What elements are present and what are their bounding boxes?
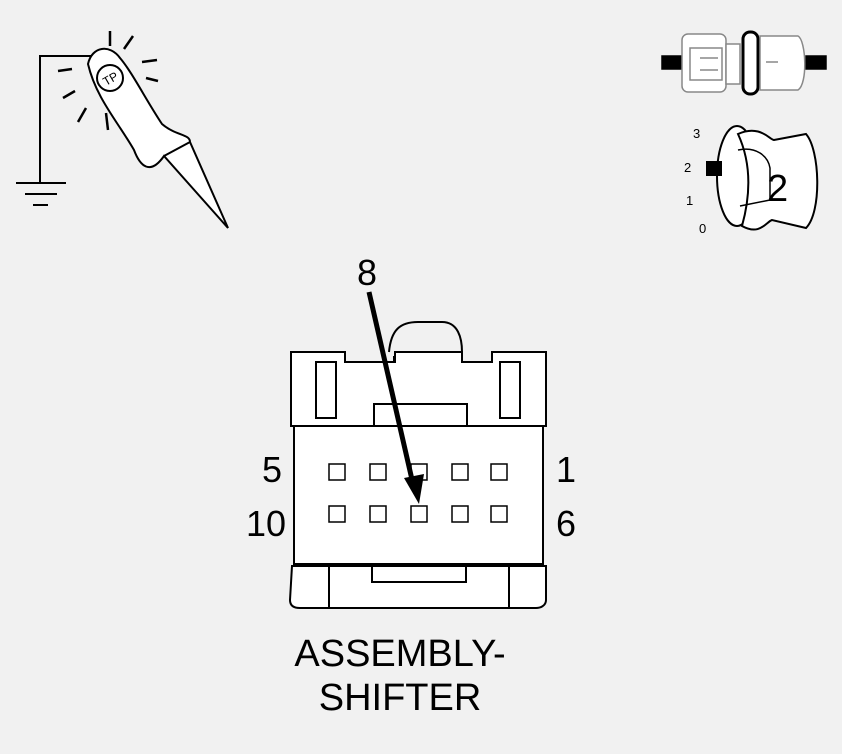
ignition-selected-position: 2 bbox=[767, 168, 789, 210]
pin-8 bbox=[410, 505, 428, 523]
pin-1 bbox=[490, 463, 508, 481]
ignition-position-2: 2 bbox=[684, 160, 692, 175]
row1-left-pin-label: 5 bbox=[262, 449, 283, 490]
pin-6 bbox=[490, 505, 508, 523]
ignition-position-3: 3 bbox=[693, 126, 701, 141]
pin-2 bbox=[451, 463, 469, 481]
pin-10 bbox=[328, 505, 346, 523]
pin-callout-arrow bbox=[366, 291, 424, 504]
row2-left-pin-label: 10 bbox=[246, 503, 287, 544]
ignition-key-icon bbox=[706, 125, 819, 231]
connector-title-line1: ASSEMBLY- bbox=[294, 633, 506, 675]
pin-4 bbox=[369, 463, 387, 481]
disconnected-connector-icon bbox=[661, 30, 827, 96]
connector-title-line2: SHIFTER bbox=[318, 677, 482, 719]
ignition-position-1: 1 bbox=[686, 193, 694, 208]
probe-logo-text: TP bbox=[100, 69, 120, 89]
pin-9 bbox=[369, 505, 387, 523]
light-ray-icon bbox=[57, 31, 159, 131]
pin-5 bbox=[328, 463, 346, 481]
callout-pin-number: 8 bbox=[357, 252, 378, 293]
row2-right-pin-label: 6 bbox=[556, 503, 577, 544]
row1-right-pin-label: 1 bbox=[556, 449, 577, 490]
ground-icon bbox=[16, 55, 96, 206]
ignition-position-0: 0 bbox=[699, 221, 707, 236]
test-light-probe-icon bbox=[57, 31, 229, 229]
pin-7 bbox=[451, 505, 469, 523]
